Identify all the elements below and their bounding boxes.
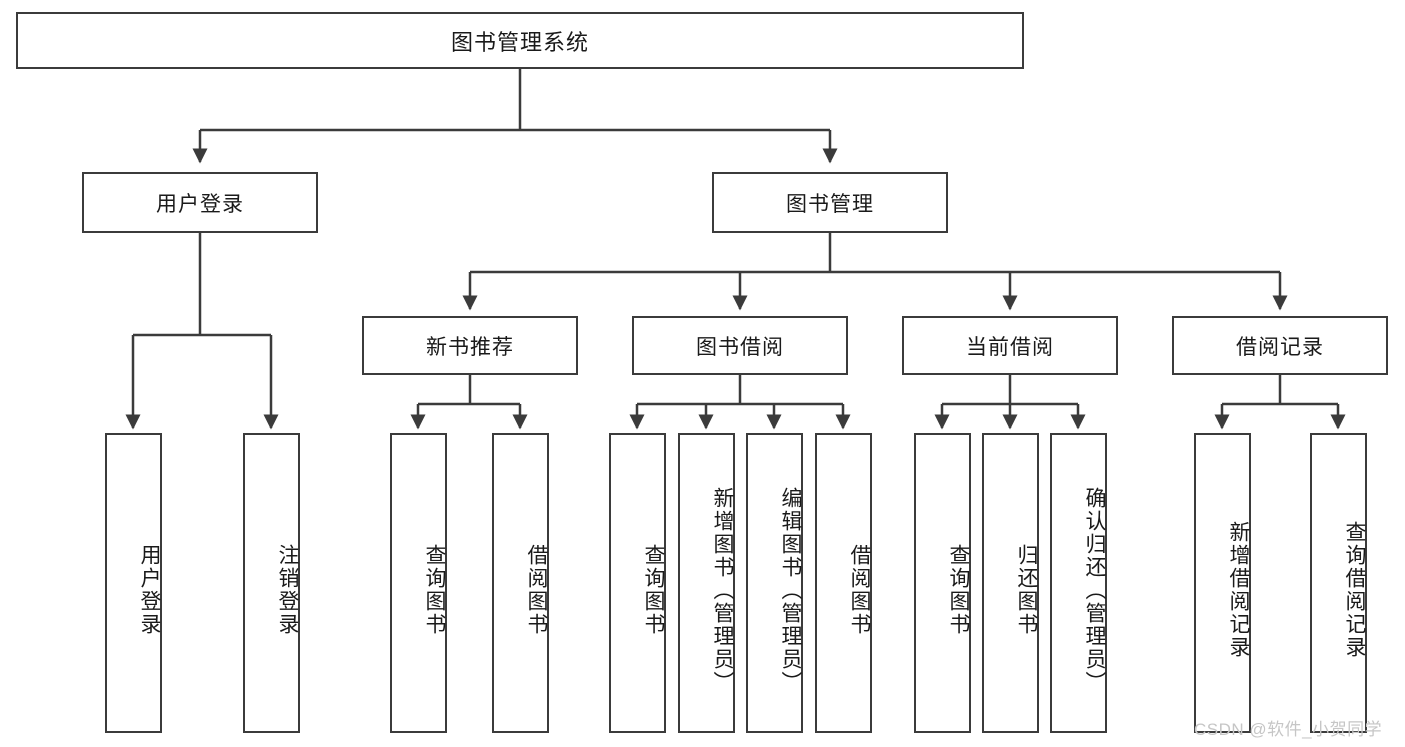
leaf-borrow-add-book-admin[interactable]: 新增图书（管理员） xyxy=(678,433,735,733)
leaf-record-add-borrow-record[interactable]: 新增借阅记录 xyxy=(1194,433,1251,733)
leaf-borrow-borrow-book[interactable]: 借阅图书 xyxy=(815,433,872,733)
node-borrow-record[interactable]: 借阅记录 xyxy=(1172,316,1388,375)
leaf-current-search-book[interactable]: 查询图书 xyxy=(914,433,971,733)
leaf-record-search-borrow-record[interactable]: 查询借阅记录 xyxy=(1310,433,1367,733)
node-new-book-recommend[interactable]: 新书推荐 xyxy=(362,316,578,375)
leaf-borrow-search-book[interactable]: 查询图书 xyxy=(609,433,666,733)
node-root-book-management-system[interactable]: 图书管理系统 xyxy=(16,12,1024,69)
leaf-user-login[interactable]: 用户登录 xyxy=(105,433,162,733)
node-user-login[interactable]: 用户登录 xyxy=(82,172,318,233)
leaf-user-logout[interactable]: 注销登录 xyxy=(243,433,300,733)
node-book-borrow[interactable]: 图书借阅 xyxy=(632,316,848,375)
leaf-current-confirm-return-admin[interactable]: 确认归还（管理员） xyxy=(1050,433,1107,733)
leaf-borrow-edit-book-admin[interactable]: 编辑图书（管理员） xyxy=(746,433,803,733)
node-current-borrow[interactable]: 当前借阅 xyxy=(902,316,1118,375)
leaf-current-return-book[interactable]: 归还图书 xyxy=(982,433,1039,733)
node-book-management[interactable]: 图书管理 xyxy=(712,172,948,233)
leaf-newbook-search-book[interactable]: 查询图书 xyxy=(390,433,447,733)
csdn-watermark: CSDN @软件_小贺同学 xyxy=(1194,720,1383,739)
leaf-newbook-borrow-book[interactable]: 借阅图书 xyxy=(492,433,549,733)
